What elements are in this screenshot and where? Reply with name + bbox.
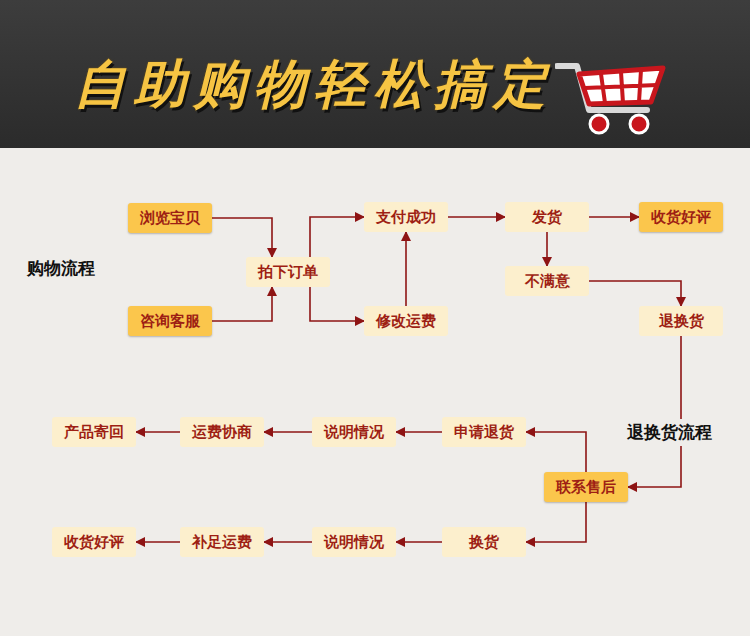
box-label: 运费协商 (192, 423, 252, 441)
process-box: 退换货 (639, 306, 723, 336)
box-label: 咨询客服 (140, 312, 200, 330)
box-label: 联系售后 (556, 478, 616, 496)
flow-arrow (212, 287, 272, 321)
flow-arrow (526, 432, 586, 472)
process-box: 联系售后 (544, 472, 628, 502)
flow-arrow (264, 431, 312, 433)
flow-arrow (212, 218, 272, 257)
box-label: 发货 (532, 208, 562, 226)
process-box: 浏览宝贝 (128, 203, 212, 233)
box-label: 换货 (469, 533, 499, 551)
flow-heading: 购物流程 (24, 255, 98, 282)
box-label: 退换货 (659, 312, 704, 330)
process-box: 补足运费 (180, 527, 264, 557)
box-label: 收货好评 (64, 533, 124, 551)
box-label: 浏览宝贝 (140, 209, 200, 227)
box-label: 修改运费 (376, 312, 436, 330)
flow-arrow (396, 431, 442, 433)
box-label: 不满意 (525, 272, 570, 290)
flow-arrow (310, 287, 364, 321)
process-box: 说明情况 (312, 527, 396, 557)
cart-wheel (630, 115, 648, 133)
process-box: 不满意 (505, 266, 589, 296)
process-box: 换货 (442, 527, 526, 557)
process-box: 发货 (505, 202, 589, 232)
flow-arrow (526, 502, 586, 542)
box-label: 说明情况 (324, 423, 384, 441)
process-box: 修改运费 (364, 306, 448, 336)
flow-arrow (396, 541, 442, 543)
title-text: 自助购物轻松搞定 (74, 50, 554, 120)
box-label: 补足运费 (192, 533, 252, 551)
box-label: 拍下订单 (258, 263, 318, 281)
process-box: 说明情况 (312, 417, 396, 447)
flow-arrow (310, 217, 364, 257)
process-box: 产品寄回 (52, 417, 136, 447)
cart-basket (579, 68, 663, 104)
process-box: 运费协商 (180, 417, 264, 447)
process-box: 收货好评 (52, 527, 136, 557)
flow-arrow (405, 232, 407, 306)
flow-arrow (136, 431, 180, 433)
flow-arrow (264, 541, 312, 543)
process-box: 咨询客服 (128, 306, 212, 336)
process-box: 申请退货 (442, 417, 526, 447)
box-label: 申请退货 (454, 423, 514, 441)
flow-arrow (448, 216, 505, 218)
flow-arrow (628, 336, 681, 487)
flow-arrow (546, 232, 548, 266)
cart-wheel (590, 115, 608, 133)
cart-grid (585, 70, 657, 103)
box-label: 产品寄回 (64, 423, 124, 441)
flow-heading: 退换货流程 (624, 419, 715, 446)
box-label: 收货好评 (651, 208, 711, 226)
box-label: 说明情况 (324, 533, 384, 551)
flow-arrow (136, 541, 180, 543)
process-box: 拍下订单 (246, 257, 330, 287)
flow-arrow (589, 281, 681, 306)
cart-icon (555, 52, 670, 137)
process-box: 收货好评 (639, 202, 723, 232)
flow-arrow (589, 216, 639, 218)
box-label: 支付成功 (376, 208, 436, 226)
process-box: 支付成功 (364, 202, 448, 232)
